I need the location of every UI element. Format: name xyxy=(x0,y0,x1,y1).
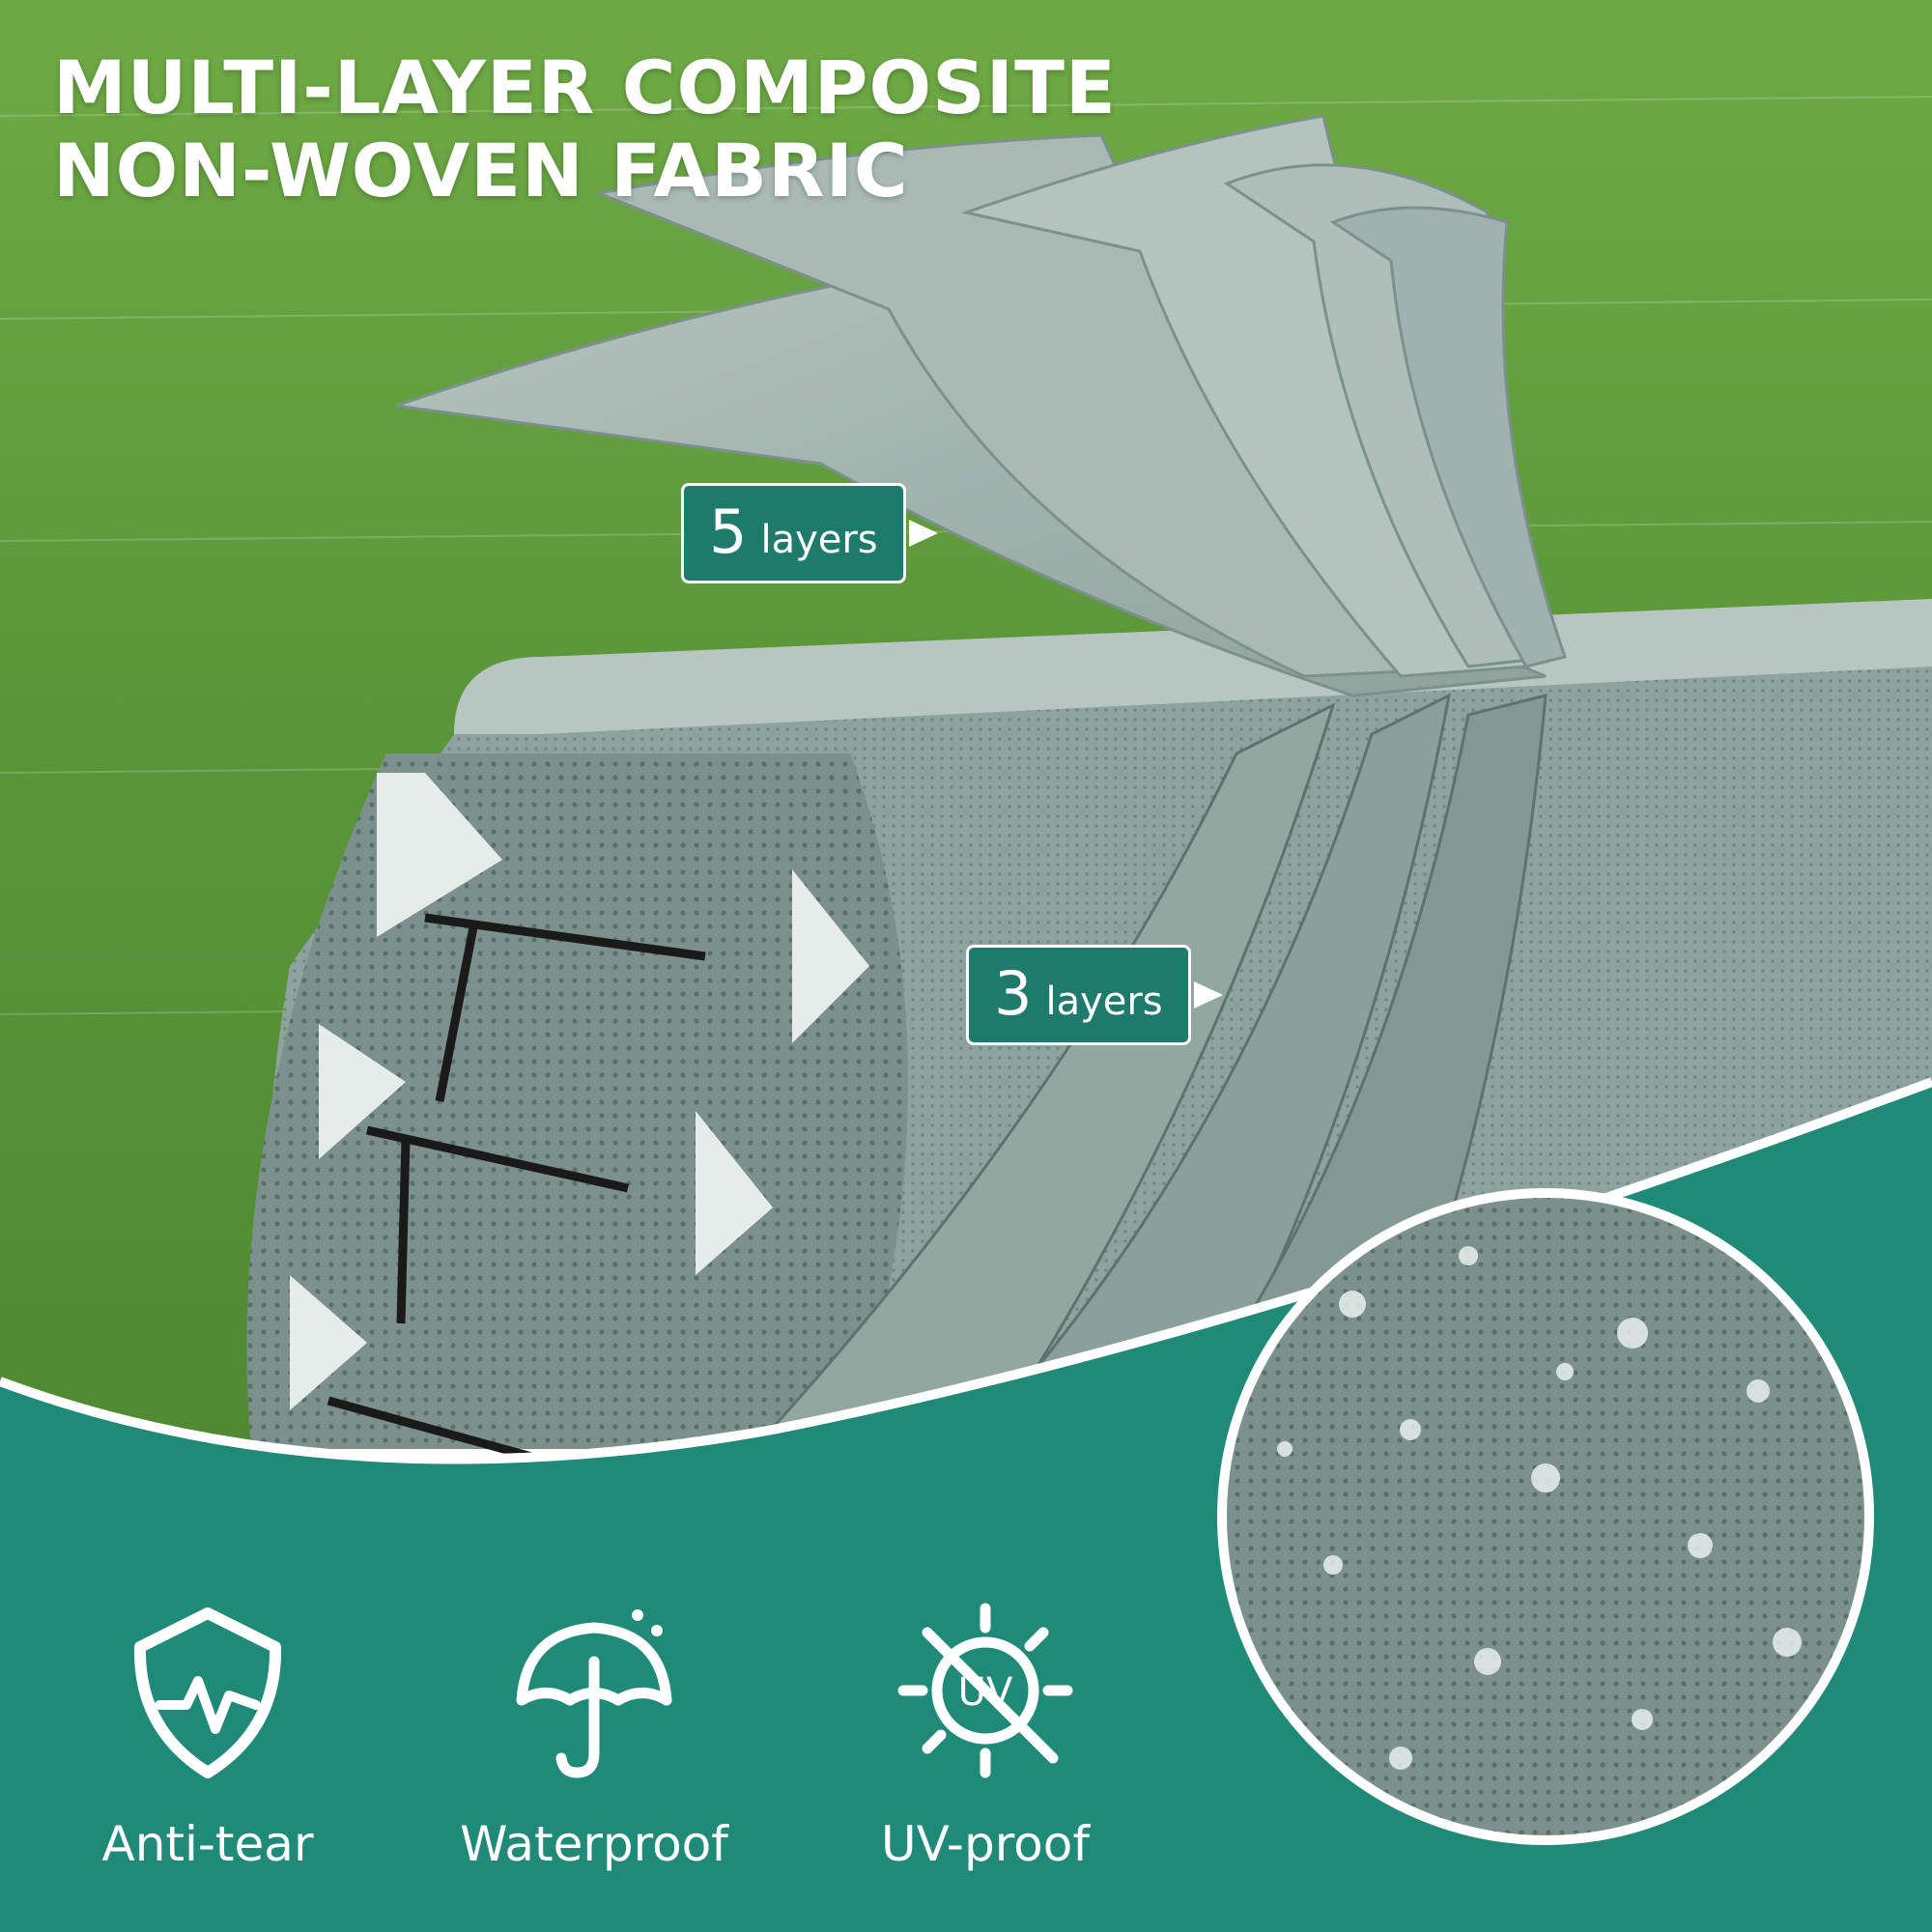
fabric-closeup xyxy=(1222,1193,1869,1840)
fabric-closeup-ring xyxy=(1217,1188,1874,1845)
layers-unit: layers xyxy=(1045,980,1163,1024)
water-droplets xyxy=(1277,1246,1802,1770)
headline-line-1: MULTI-LAYER COMPOSITE xyxy=(53,44,1117,130)
feature-waterproof: Waterproof xyxy=(440,1594,749,1872)
uv-sun-slash-icon: UV xyxy=(897,1603,1073,1778)
trailer-front xyxy=(246,753,908,1449)
feature-anti-tear: Anti-tear xyxy=(53,1594,362,1872)
layers-count: 5 xyxy=(709,497,748,567)
peeled-layers-top xyxy=(395,114,1567,697)
peeled-layers-side xyxy=(750,693,1548,1451)
feature-label: Anti-tear xyxy=(101,1816,314,1872)
headline-line-2: NON-WOVEN FABRIC xyxy=(53,128,909,213)
feature-uv-proof: UV UV-proof xyxy=(831,1594,1140,1872)
layers-callout-middle: 3 layers xyxy=(966,945,1191,1045)
feature-label: UV-proof xyxy=(881,1816,1090,1872)
reflective-panels xyxy=(290,773,869,1410)
svg-text:UV: UV xyxy=(958,1670,1013,1715)
headline: MULTI-LAYER COMPOSITE NON-WOVEN FABRIC xyxy=(53,46,1117,213)
umbrella-drops-icon xyxy=(516,1609,672,1778)
trailer-roof xyxy=(454,599,1932,734)
layers-callout-top: 5 layers xyxy=(681,483,906,583)
straps xyxy=(327,913,706,1483)
feature-label: Waterproof xyxy=(460,1816,728,1872)
layers-unit: layers xyxy=(760,518,878,562)
layers-count: 3 xyxy=(994,958,1033,1029)
shield-pulse-icon xyxy=(133,1607,282,1778)
